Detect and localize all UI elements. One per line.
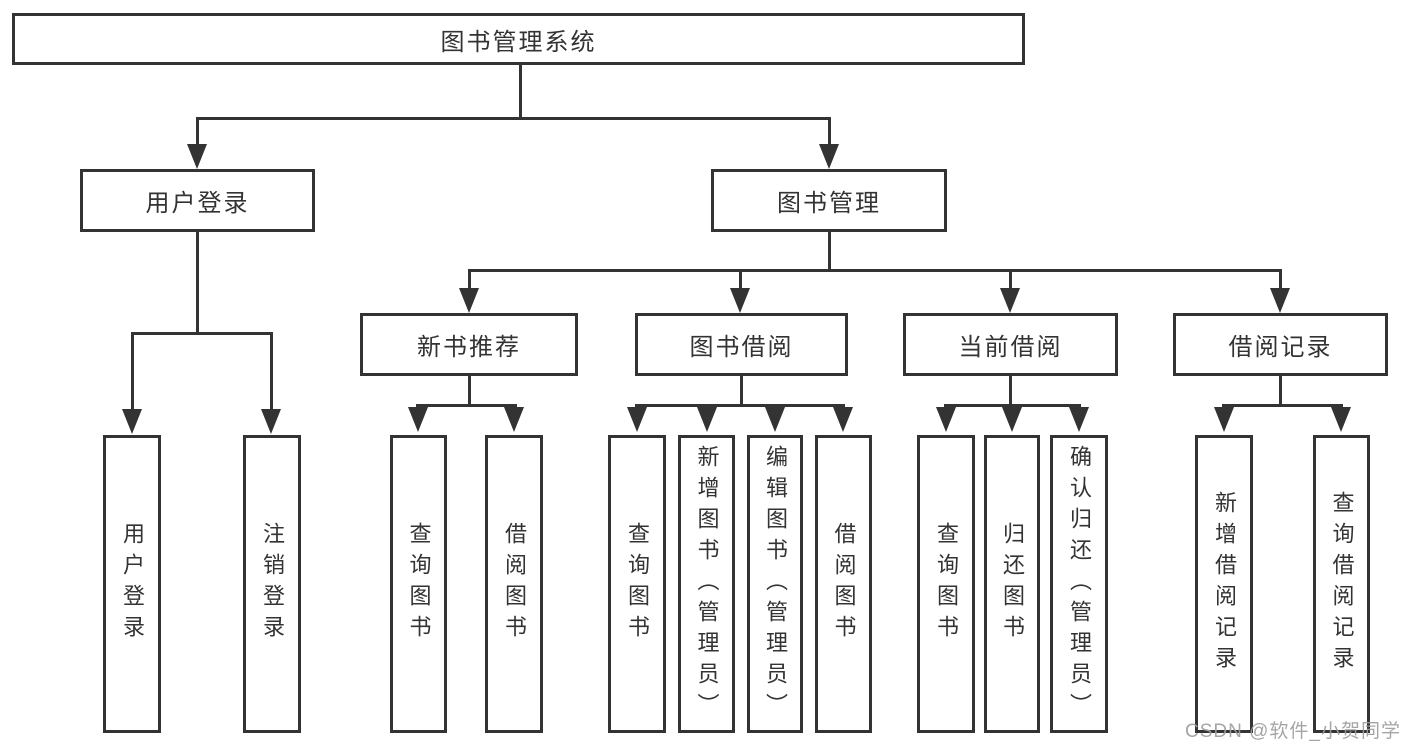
- connector-book-management-drop: [828, 230, 831, 272]
- leaf-edit-books-admin-label: 编辑图书（管理员）: [763, 444, 788, 724]
- connector-borrow-records-drop: [1279, 374, 1282, 406]
- leaf-query-books-current-label: 查询图书: [934, 522, 959, 646]
- connector-book-borrow-drop: [740, 374, 743, 406]
- arrowhead-down-borrow-records: [1270, 288, 1290, 313]
- leaf-confirm-return-admin: 确认归还（管理员）: [1050, 435, 1108, 733]
- connector-stem-current-borrow: [1009, 269, 1012, 291]
- connector-stem-book-management: [828, 117, 831, 146]
- connector-level2-bus: [196, 117, 831, 120]
- leaf-logout-label: 注销登录: [260, 522, 285, 646]
- connector-stem-user-login: [196, 117, 199, 146]
- connector-current-borrow-drop: [1009, 374, 1012, 406]
- leaf-borrow-books-recommend-label: 借阅图书: [502, 522, 527, 646]
- leaf-borrow-books-recommend: 借阅图书: [485, 435, 543, 733]
- node-borrow-records: 借阅记录: [1173, 313, 1388, 376]
- leaf-add-books-admin-label: 新增图书（管理员）: [694, 444, 720, 724]
- arrowhead-down-new-book: [459, 288, 479, 313]
- leaf-query-books-recommend-label: 查询图书: [406, 522, 432, 646]
- arrowhead-down-leaf-query-record: [1331, 407, 1351, 432]
- leaf-return-books-label: 归还图书: [1000, 522, 1025, 646]
- leaf-return-books: 归还图书: [984, 435, 1040, 733]
- leaf-logout: 注销登录: [243, 435, 301, 733]
- arrowhead-down-leaf-logout: [261, 409, 281, 434]
- leaf-borrow-books-label: 借阅图书: [831, 522, 857, 646]
- leaf-borrow-books: 借阅图书: [815, 435, 872, 733]
- node-book-management: 图书管理: [711, 169, 947, 232]
- connector-stem-leaf-login: [131, 332, 134, 410]
- connector-book-borrow-bus: [635, 404, 845, 407]
- node-user-login-label: 用户登录: [145, 190, 250, 217]
- node-new-book-recommend: 新书推荐: [360, 313, 578, 376]
- connector-root-drop: [519, 64, 522, 118]
- arrowhead-down-book-borrow: [730, 288, 750, 313]
- arrowhead-down-leaf-confirm-return: [1069, 407, 1089, 432]
- arrowhead-down-leaf-borrow1: [504, 407, 524, 432]
- csdn-watermark: CSDN @软件_小贺同学: [1185, 721, 1401, 742]
- leaf-add-borrow-record: 新增借阅记录: [1195, 435, 1253, 733]
- leaf-edit-books-admin: 编辑图书（管理员）: [747, 435, 803, 733]
- node-borrow-records-label: 借阅记录: [1228, 334, 1333, 361]
- leaf-query-borrow-record-label: 查询借阅记录: [1329, 491, 1355, 677]
- arrowhead-down-book-management: [819, 144, 839, 169]
- leaf-query-books-recommend: 查询图书: [390, 435, 447, 733]
- arrowhead-down-leaf-login: [122, 409, 142, 434]
- connector-level3-bus: [468, 269, 1281, 272]
- node-new-book-recommend-label: 新书推荐: [417, 334, 521, 361]
- arrowhead-down-leaf-query1: [408, 407, 428, 432]
- arrowhead-down-leaf-query3: [936, 407, 956, 432]
- arrowhead-down-current-borrow: [1000, 288, 1020, 313]
- node-current-borrow-label: 当前借阅: [958, 334, 1063, 361]
- connector-stem-book-borrow: [739, 269, 742, 291]
- connector-new-book-bus: [416, 404, 517, 407]
- leaf-query-books-borrow: 查询图书: [608, 435, 666, 733]
- connector-stem-new-book: [468, 269, 471, 291]
- connector-user-login-bus: [131, 332, 273, 335]
- node-root-system: 图书管理系统: [12, 13, 1025, 65]
- leaf-query-borrow-record: 查询借阅记录: [1313, 435, 1370, 733]
- node-book-borrow: 图书借阅: [635, 313, 848, 376]
- leaf-confirm-return-admin-label: 确认归还（管理员）: [1067, 444, 1092, 724]
- arrowhead-down-leaf-edit-books: [765, 407, 785, 432]
- arrowhead-down-leaf-add-record: [1214, 407, 1234, 432]
- connector-new-book-drop: [468, 374, 471, 406]
- arrowhead-down-leaf-query2: [627, 407, 647, 432]
- connector-stem-leaf-logout: [270, 332, 273, 410]
- leaf-query-books-borrow-label: 查询图书: [625, 522, 650, 646]
- connector-user-login-drop: [196, 230, 199, 334]
- node-root-label: 图书管理系统: [440, 28, 597, 56]
- leaf-user-login-label: 用户登录: [120, 522, 145, 646]
- leaf-query-books-current: 查询图书: [917, 435, 975, 733]
- arrowhead-down-leaf-add-books: [697, 407, 717, 432]
- arrowhead-down-leaf-return: [1002, 407, 1022, 432]
- node-current-borrow: 当前借阅: [903, 313, 1118, 376]
- leaf-add-borrow-record-label: 新增借阅记录: [1212, 491, 1237, 677]
- node-user-login: 用户登录: [80, 169, 315, 232]
- arrowhead-down-leaf-borrow2: [833, 407, 853, 432]
- node-book-borrow-label: 图书借阅: [689, 334, 794, 361]
- leaf-add-books-admin: 新增图书（管理员）: [678, 435, 735, 733]
- leaf-user-login: 用户登录: [103, 435, 161, 733]
- arrowhead-down-user-login: [187, 144, 207, 169]
- connector-borrow-records-bus: [1222, 404, 1343, 407]
- connector-stem-borrow-records: [1279, 269, 1282, 291]
- node-book-management-label: 图书管理: [777, 190, 881, 217]
- connector-current-borrow-bus: [944, 404, 1081, 407]
